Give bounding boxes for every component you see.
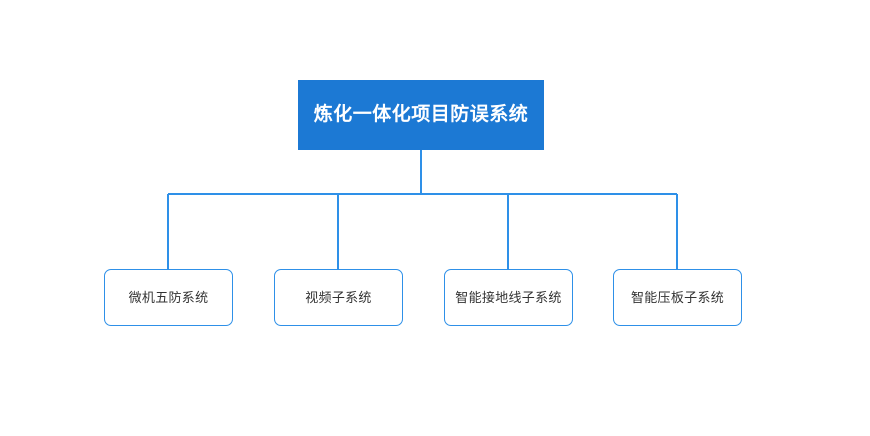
child-node-2-label: 视频子系统: [305, 289, 372, 305]
child-node-4[interactable]: 智能压板子系统: [613, 269, 742, 326]
child-node-1-label: 微机五防系统: [128, 289, 209, 305]
root-node-label: 炼化一体化项目防误系统: [313, 103, 529, 125]
child-node-1[interactable]: 微机五防系统: [104, 269, 233, 326]
child-node-3[interactable]: 智能接地线子系统: [444, 269, 573, 326]
child-node-3-label: 智能接地线子系统: [455, 289, 562, 305]
root-node[interactable]: 炼化一体化项目防误系统: [298, 80, 544, 150]
child-node-4-label: 智能压板子系统: [630, 289, 725, 305]
child-node-2[interactable]: 视频子系统: [274, 269, 403, 326]
